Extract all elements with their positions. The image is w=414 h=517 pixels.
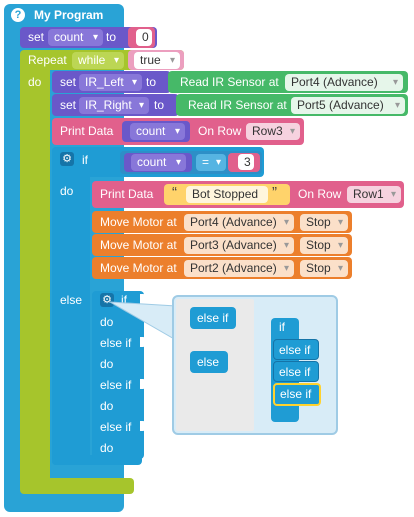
- read-ir-label: Read IR Sensor at: [188, 98, 287, 112]
- move-motor-label: Move Motor at: [100, 215, 177, 229]
- on-row-label: On Row: [198, 124, 242, 138]
- set-label: set: [60, 75, 77, 89]
- if-else-block[interactable]: [52, 147, 90, 465]
- chain-row-do: do: [100, 441, 114, 455]
- loop-do-label: do: [28, 75, 42, 89]
- gear-icon[interactable]: ⚙: [60, 152, 74, 166]
- open-quote-icon: “: [172, 184, 177, 201]
- move-motor-label: Move Motor at: [100, 261, 177, 275]
- mutator-stack-else-if-selected[interactable]: [273, 383, 321, 406]
- print-data-label: Print Data: [100, 187, 154, 201]
- close-quote-icon: ”: [272, 184, 277, 201]
- help-icon[interactable]: ?: [11, 8, 25, 22]
- mutator-stack-else-if[interactable]: [273, 339, 319, 360]
- text-input-bot-stopped[interactable]: Bot Stopped: [186, 186, 268, 203]
- stack-else-if-label: else if: [279, 365, 311, 379]
- variable-dropdown-ir-left[interactable]: IR_Left: [79, 74, 142, 91]
- if-label: if: [121, 293, 127, 307]
- palette-else-block[interactable]: [190, 351, 228, 373]
- chain-row-do: do: [100, 315, 114, 329]
- stack-else-if-label: else if: [280, 387, 312, 401]
- input-notch: [140, 337, 148, 347]
- port-dropdown[interactable]: Port5 (Advance): [291, 97, 405, 114]
- input-notch: [140, 379, 148, 389]
- motor-port-dropdown[interactable]: Port2 (Advance): [184, 260, 294, 277]
- motor-action-dropdown[interactable]: Stop: [300, 237, 348, 254]
- if-do-label: do: [60, 184, 74, 198]
- variable-dropdown-count[interactable]: count: [48, 29, 103, 46]
- gear-icon[interactable]: ⚙: [100, 293, 114, 307]
- input-notch: [140, 294, 148, 304]
- repeat-while-arm: [20, 66, 50, 494]
- port-dropdown[interactable]: Port4 (Advance): [285, 74, 403, 91]
- to-label: to: [106, 30, 117, 44]
- set-label: set: [28, 30, 45, 44]
- chain-row-do: do: [100, 399, 114, 413]
- loop-mode-dropdown[interactable]: while: [72, 52, 124, 69]
- repeat-label: Repeat: [28, 53, 67, 67]
- chain-row-do: do: [100, 357, 114, 371]
- chain-row-else-if: else if: [100, 336, 132, 350]
- boolean-dropdown-true[interactable]: true: [134, 52, 180, 69]
- row-dropdown[interactable]: Row3: [246, 123, 300, 140]
- chain-row-else-if: else if: [100, 378, 132, 392]
- motor-port-dropdown[interactable]: Port4 (Advance): [184, 214, 294, 231]
- stack-else-if-label: else if: [279, 343, 311, 357]
- on-row-label: On Row: [298, 187, 342, 201]
- variable-dropdown-count[interactable]: count: [131, 154, 186, 171]
- input-notch: [140, 421, 148, 431]
- operator-dropdown[interactable]: =: [196, 154, 226, 171]
- else-label: else: [60, 293, 83, 307]
- print-data-label: Print Data: [60, 124, 114, 138]
- to-label: to: [154, 98, 165, 112]
- mutator-stack-else-if[interactable]: [273, 361, 319, 382]
- palette-else-if-label: else if: [197, 311, 229, 325]
- to-label: to: [146, 75, 157, 89]
- motor-action-dropdown[interactable]: Stop: [300, 260, 348, 277]
- move-motor-label: Move Motor at: [100, 238, 177, 252]
- program-title: My Program: [34, 8, 104, 22]
- number-input-three[interactable]: 3: [238, 154, 254, 170]
- variable-dropdown-count[interactable]: count: [130, 123, 185, 140]
- read-ir-label: Read IR Sensor at: [180, 75, 279, 89]
- variable-dropdown-ir-right[interactable]: IR_Right: [79, 97, 149, 114]
- set-label: set: [60, 98, 77, 112]
- motor-action-dropdown[interactable]: Stop: [300, 214, 348, 231]
- row-dropdown[interactable]: Row1: [347, 186, 401, 203]
- else-if-chain-block[interactable]: [92, 291, 144, 459]
- if-label: if: [82, 153, 88, 167]
- chain-row-else-if: else if: [100, 420, 132, 434]
- number-input-zero[interactable]: 0: [136, 29, 152, 46]
- repeat-while-foot: [20, 478, 134, 494]
- palette-else-label: else: [197, 355, 220, 369]
- palette-else-if-block[interactable]: [190, 307, 236, 329]
- stack-if-label: if: [279, 320, 285, 334]
- if-foot: [52, 455, 142, 465]
- motor-port-dropdown[interactable]: Port3 (Advance): [184, 237, 294, 254]
